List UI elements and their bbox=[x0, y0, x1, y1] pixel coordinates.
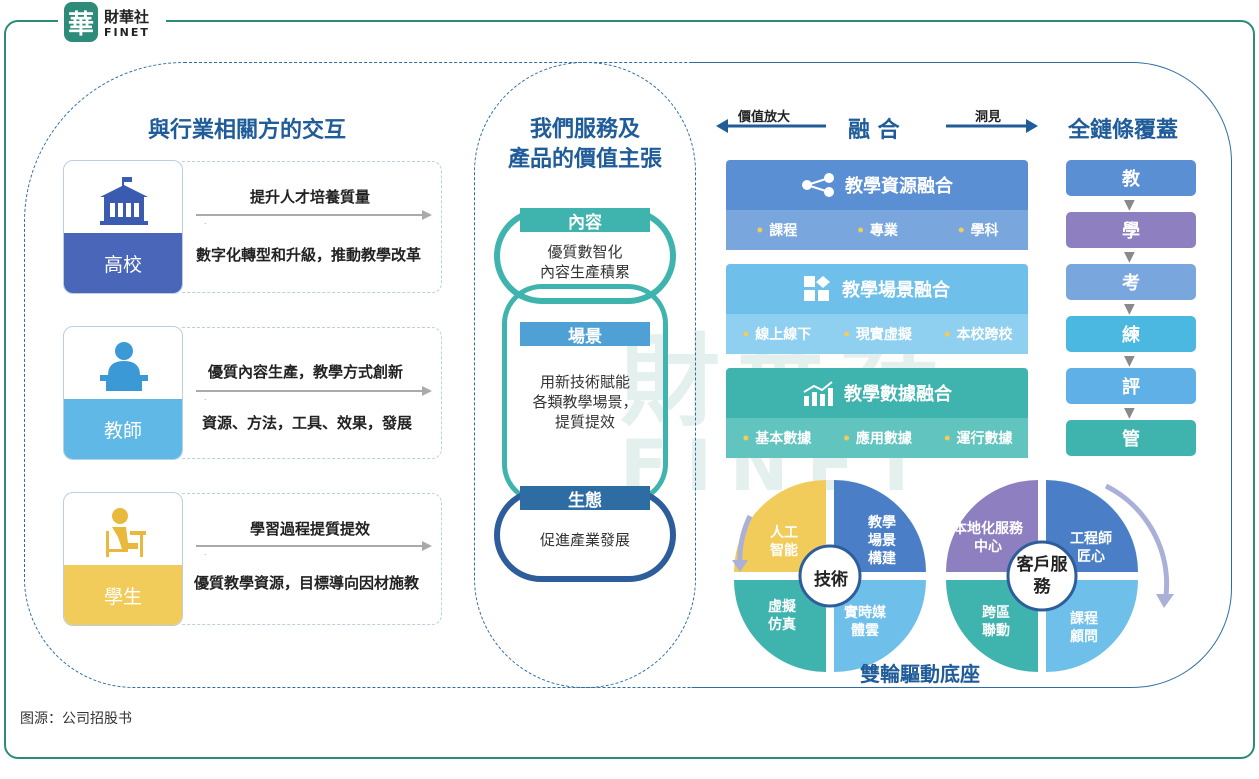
fusion-item: • 線上線下 bbox=[741, 327, 812, 343]
fusion-right-arrow bbox=[946, 119, 1038, 133]
wheel2-seg-local: 本地化服務中心 bbox=[953, 521, 1023, 555]
coverage-step-5: 評 bbox=[1066, 368, 1196, 404]
fusion-band-resources: 教學資源融合 • 課程 • 專業 • 學科 bbox=[726, 160, 1028, 250]
value-title-line1: 我們服務及 bbox=[529, 116, 640, 142]
logo-name-cn: 財華社 bbox=[104, 8, 150, 26]
content-text: 優質數智化 內容生產積累 bbox=[494, 242, 676, 282]
value-title: 我們服務及 產品的價值主張 bbox=[474, 114, 696, 174]
fusion-items-resources: • 課程 • 專業 • 學科 bbox=[726, 210, 1028, 250]
card-university: 高校 bbox=[63, 160, 183, 294]
fusion-title: 融 合 bbox=[848, 117, 900, 143]
wheel1-center: 技術 bbox=[814, 570, 848, 590]
chart-up-icon bbox=[803, 381, 833, 406]
down-arrow-icon: ▼ bbox=[1124, 197, 1135, 213]
source-caption: 图源：公司招股书 bbox=[20, 711, 132, 727]
fusion-title-resources-text: 教學資源融合 bbox=[845, 176, 953, 197]
card-label-student: 學生 bbox=[64, 565, 182, 625]
student-icon bbox=[106, 508, 146, 557]
fusion-left-arrow-label: 價值放大 bbox=[738, 110, 791, 125]
drive-title: 雙輪驅動底座 bbox=[860, 662, 980, 686]
wheel1-seg-scene: 教學場景構建 bbox=[868, 515, 896, 567]
fusion-item: • 運行數據 bbox=[942, 431, 1013, 447]
fusion-item: • 課程 bbox=[755, 223, 798, 239]
teacher-icon bbox=[100, 342, 148, 391]
wheel1-seg-virtual: 虛擬仿真 bbox=[768, 599, 796, 633]
fusion-items-data: • 基本數據 • 應用數據 • 運行數據 bbox=[726, 418, 1028, 458]
card-label-university: 高校 bbox=[64, 233, 182, 293]
interaction-outline bbox=[24, 62, 692, 688]
down-arrow-icon: ▼ bbox=[1124, 301, 1135, 317]
card-label-teacher: 教師 bbox=[64, 399, 182, 459]
share-nodes-icon bbox=[802, 173, 834, 197]
fusion-item: • 專業 bbox=[856, 223, 898, 239]
scene-text: 用新技術賦能 各類教學場景， 提質提效 bbox=[494, 372, 676, 432]
fusion-title-resources: 教學資源融合 bbox=[726, 160, 1028, 210]
dual-wheels bbox=[732, 480, 1174, 672]
blocks-icon bbox=[804, 276, 830, 301]
teacher-arrows bbox=[196, 386, 432, 400]
wheel1-seg-cloud: 實時媒體雲 bbox=[844, 605, 886, 639]
student-arrows bbox=[196, 541, 432, 555]
connector-student bbox=[182, 493, 442, 625]
card-student: 學生 bbox=[63, 492, 183, 626]
interaction-title: 與行業相關方的交互 bbox=[148, 117, 347, 143]
fusion-title-scenes: 教學場景融合 bbox=[726, 264, 1028, 314]
connector-university bbox=[182, 161, 442, 293]
student-top-text: 學習過程提質提效 bbox=[250, 520, 371, 538]
fusion-outline bbox=[692, 62, 1232, 688]
content-text-line2: 內容生產積累 bbox=[539, 263, 630, 281]
value-title-line2: 產品的價值主張 bbox=[507, 146, 662, 172]
fusion-item: • 學科 bbox=[956, 223, 999, 239]
outer-frame bbox=[4, 20, 1255, 759]
wheel2-seg-engineer: 工程師匠心 bbox=[1070, 531, 1112, 565]
teacher-bottom-text: 資源、方法，工具、效果，發展 bbox=[202, 414, 413, 432]
tag-content: 內容 bbox=[520, 208, 650, 233]
university-bottom-text: 數字化轉型和升級，推動教學改革 bbox=[196, 246, 422, 264]
logo: 華 財華社 FINET bbox=[58, 2, 166, 46]
tag-scene: 場景 bbox=[520, 322, 650, 347]
coverage-step-6: 管 bbox=[1066, 420, 1196, 456]
logo-name-en: FINET bbox=[104, 26, 150, 39]
down-arrow-icon: ▼ bbox=[1124, 405, 1135, 421]
logo-mark: 華 bbox=[64, 2, 98, 42]
coverage-step-3: 考 bbox=[1066, 264, 1196, 300]
teacher-top-text: 優質內容生產，教學方式創新 bbox=[208, 363, 404, 381]
eco-text: 促進產業發展 bbox=[539, 531, 630, 549]
fusion-item: • 應用數據 bbox=[842, 431, 912, 447]
university-top-text: 提升人才培養質量 bbox=[250, 188, 371, 206]
fusion-title-data-text: 教學數據融合 bbox=[844, 384, 952, 405]
coverage-step-1: 教 bbox=[1066, 160, 1196, 196]
university-icon bbox=[100, 177, 148, 225]
fusion-item: • 現實虛擬 bbox=[842, 327, 912, 343]
wheel2-center: 客戶服務 bbox=[1016, 555, 1068, 597]
fusion-title-data: 教學數據融合 bbox=[726, 368, 1028, 418]
university-arrows bbox=[196, 210, 432, 224]
coverage-step-2: 學 bbox=[1066, 212, 1196, 248]
wheel1-seg-ai: 人工智能 bbox=[770, 525, 798, 559]
fusion-items-scenes: • 線上線下 • 現實虛擬 • 本校跨校 bbox=[726, 314, 1028, 354]
down-arrow-icon: ▼ bbox=[1124, 353, 1135, 369]
wheel2-seg-course: 課程顧問 bbox=[1070, 611, 1098, 645]
wheel2-seg-region: 跨區聯動 bbox=[982, 605, 1010, 639]
fusion-band-data: 教學數據融合 • 基本數據 • 應用數據 • 運行數據 bbox=[726, 368, 1028, 458]
fusion-item: • 基本數據 bbox=[741, 431, 812, 447]
card-teacher: 教師 bbox=[63, 326, 183, 460]
fusion-title-scenes-text: 教學場景融合 bbox=[842, 280, 950, 301]
scene-text-line3: 提質提效 bbox=[554, 413, 615, 431]
scene-text-line1: 用新技術賦能 bbox=[539, 373, 630, 391]
fusion-right-arrow-label: 洞見 bbox=[975, 110, 1002, 125]
coverage-step-4: 練 bbox=[1066, 316, 1196, 352]
fusion-item: • 本校跨校 bbox=[942, 327, 1013, 343]
tag-eco: 生態 bbox=[520, 486, 650, 511]
value-outline bbox=[474, 62, 696, 688]
fusion-left-arrow bbox=[716, 119, 826, 133]
content-text-line1: 優質數智化 bbox=[547, 243, 623, 261]
down-arrow-icon: ▼ bbox=[1124, 249, 1135, 265]
coverage-title: 全鏈條覆蓋 bbox=[1068, 117, 1179, 143]
scene-text-line2: 各類教學場景， bbox=[532, 393, 638, 411]
student-bottom-text: 優質教學資源，目標導向因材施教 bbox=[194, 574, 420, 592]
fusion-band-scenes: 教學場景融合 • 線上線下 • 現實虛擬 • 本校跨校 bbox=[726, 264, 1028, 354]
connector-teacher bbox=[182, 327, 442, 459]
